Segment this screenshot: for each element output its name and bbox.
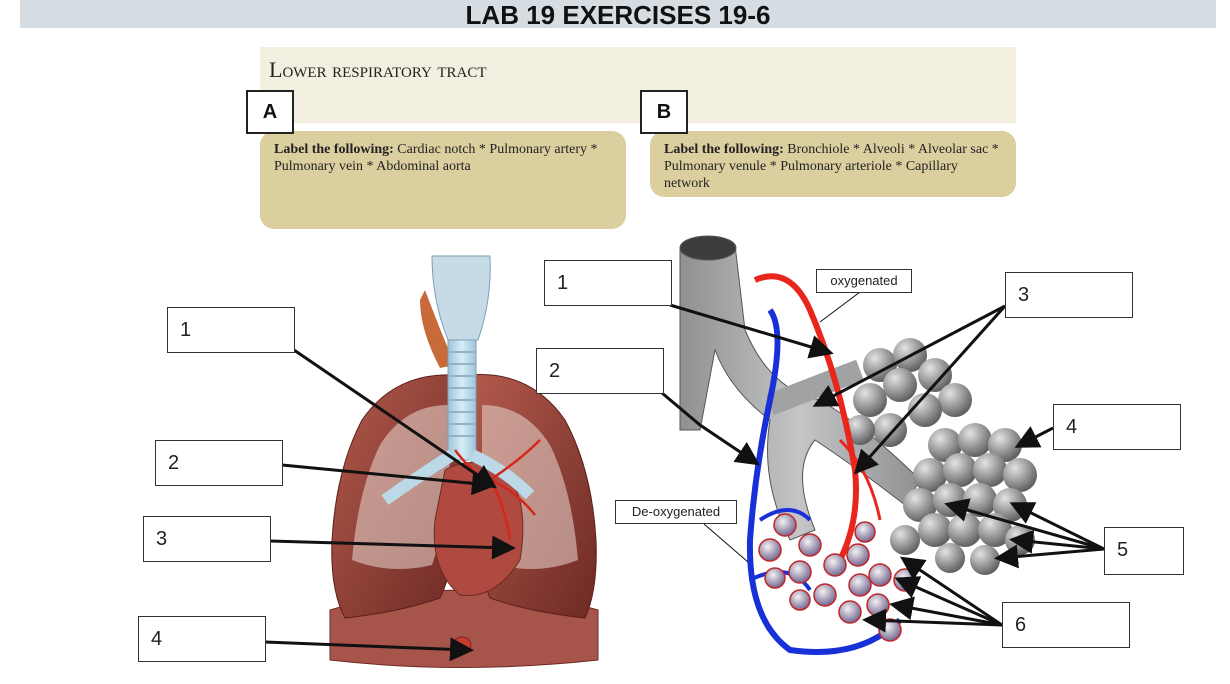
oxygenated-tag: oxygenated — [816, 269, 912, 293]
deoxygenated-vessel — [746, 308, 903, 655]
deoxygenated-tag-pointer — [703, 523, 749, 563]
b-label-box-6[interactable]: 6 — [1002, 602, 1130, 648]
b-leader-5d — [994, 544, 1105, 569]
panel-a-instruction-items: Cardiac notch * Pulmonary artery * Pulmo… — [274, 142, 598, 174]
panel-b-letter: B — [640, 90, 688, 134]
b-leader-5a — [944, 498, 1105, 551]
b-label-box-4[interactable]: 4 — [1053, 404, 1181, 450]
title-bar: LAB 19 EXERCISES 19-6 — [20, 0, 1216, 30]
b-leader-1 — [669, 303, 834, 359]
a-leader-2 — [281, 463, 496, 496]
deoxygenated-branch — [749, 508, 812, 592]
b-leader-3b — [853, 304, 1007, 475]
oxygenated-tag-pointer — [819, 291, 861, 323]
a-leader-1 — [293, 348, 497, 489]
panel-b-instruction-items: Bronchiole * Alveoli * Alveolar sac * Pu… — [664, 142, 999, 191]
b-leader-2 — [661, 391, 760, 466]
trachea-rings — [448, 351, 476, 437]
b-label-box-2[interactable]: 2 — [536, 348, 664, 394]
b-label-box-1[interactable]: 1 — [544, 260, 672, 306]
b-leader-6c — [889, 596, 1003, 627]
panel-a-instruction-label: Label the following: — [274, 142, 394, 157]
b-leader-6b — [894, 576, 1003, 627]
b-leader-5b — [1009, 502, 1105, 551]
panel-a-letter: A — [246, 90, 294, 134]
b-leader-6a — [900, 556, 1003, 627]
section-title: Lower respiratory tract — [269, 57, 487, 82]
b-leader-6d — [862, 608, 1003, 633]
deoxygenated-tag: De-oxygenated — [615, 500, 737, 524]
oxygenated-branch — [838, 438, 882, 521]
a-leader-3 — [269, 535, 516, 560]
left-bronchus — [381, 449, 456, 505]
panel-b-instruction-label: Label the following: — [664, 142, 784, 157]
b-leader-3a — [812, 304, 1006, 407]
a-label-box-2[interactable]: 2 — [155, 440, 283, 486]
b-leader-5c — [1009, 529, 1105, 554]
larynx-shape — [431, 255, 491, 341]
bronchiole-opening — [679, 235, 737, 261]
b-label-box-3[interactable]: 3 — [1005, 272, 1133, 318]
a-label-box-4[interactable]: 4 — [138, 616, 266, 662]
section-header: Lower respiratory tract — [260, 47, 1016, 123]
b-label-box-5[interactable]: 5 — [1104, 527, 1184, 575]
panel-b-instructions: Label the following: Bronchiole * Alveol… — [650, 131, 1016, 197]
thyroid-shape — [420, 290, 455, 368]
a-label-box-1[interactable]: 1 — [167, 307, 295, 353]
b-leader-4 — [1014, 426, 1054, 448]
page-title: LAB 19 EXERCISES 19-6 — [465, 0, 771, 30]
panel-a-instructions: Label the following: Cardiac notch * Pul… — [260, 131, 626, 229]
a-leader-4 — [264, 637, 474, 662]
a-label-box-3[interactable]: 3 — [143, 516, 271, 562]
